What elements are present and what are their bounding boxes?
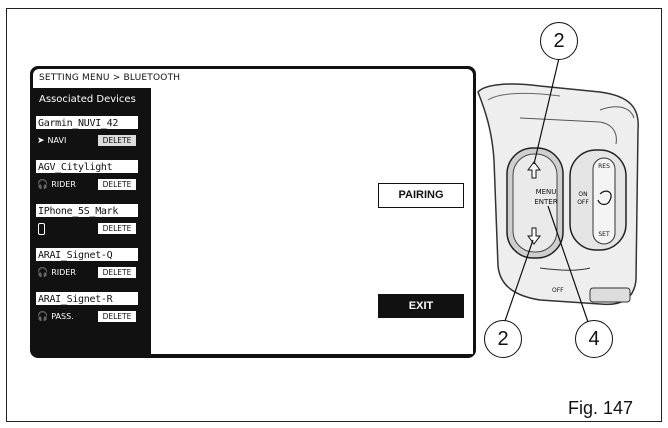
device-type: PASS. xyxy=(51,312,74,321)
off-label: OFF xyxy=(577,199,589,206)
device-type-row: 🎧RIDER xyxy=(37,178,76,192)
pairing-button[interactable]: PAIRING xyxy=(378,183,464,208)
delete-button[interactable]: DELETE xyxy=(97,310,137,323)
callout-2-top: 2 xyxy=(540,22,578,60)
device-name[interactable]: ARAI_Signet-R xyxy=(35,291,139,306)
headset-icon: 🎧 xyxy=(37,268,49,278)
on-label: ON xyxy=(578,191,587,198)
res-label: RES xyxy=(598,163,610,170)
enter-label: ENTER xyxy=(534,198,557,206)
device-type-row: 🎧RIDER xyxy=(37,266,76,280)
associated-devices-sidebar: Associated Devices Garmin_NUVI_42 ➤NAVI … xyxy=(33,88,149,354)
phone-icon xyxy=(38,223,45,235)
device-type: RIDER xyxy=(51,180,76,189)
sidebar-header: Associated Devices xyxy=(39,94,136,105)
delete-button[interactable]: DELETE xyxy=(97,266,137,279)
callout-2-bottom: 2 xyxy=(484,320,522,358)
device-name[interactable]: ARAI_Signet-Q xyxy=(35,247,139,262)
delete-button[interactable]: DELETE xyxy=(97,134,137,147)
device-name[interactable]: AGV_Citylight xyxy=(35,159,139,174)
figure-frame xyxy=(6,8,662,422)
device-name[interactable]: IPhone_5S_Mark xyxy=(35,203,139,218)
headset-icon: 🎧 xyxy=(37,312,49,322)
navigation-arrow-icon: ➤ xyxy=(37,136,45,146)
device-name[interactable]: Garmin_NUVI_42 xyxy=(35,115,139,130)
bluetooth-settings-screen: SETTING MENU > BLUETOOTH Associated Devi… xyxy=(30,66,476,358)
device-type-row: 🎧PASS. xyxy=(37,310,74,324)
figure-label: Fig. 147 xyxy=(568,398,634,418)
set-label: SET xyxy=(598,231,610,238)
device-type-row: ➤NAVI xyxy=(37,134,66,148)
device-type: RIDER xyxy=(51,268,76,277)
cruise-icon xyxy=(597,190,612,206)
off-switch-label: OFF xyxy=(552,287,564,294)
callout-4: 4 xyxy=(575,320,613,358)
delete-button[interactable]: DELETE xyxy=(97,178,137,191)
device-type: NAVI xyxy=(47,136,67,145)
delete-button[interactable]: DELETE xyxy=(97,222,137,235)
menu-label: MENU xyxy=(536,188,557,196)
headset-icon: 🎧 xyxy=(37,180,49,190)
breadcrumb: SETTING MENU > BLUETOOTH xyxy=(33,69,473,88)
exit-button[interactable]: EXIT xyxy=(378,294,464,318)
